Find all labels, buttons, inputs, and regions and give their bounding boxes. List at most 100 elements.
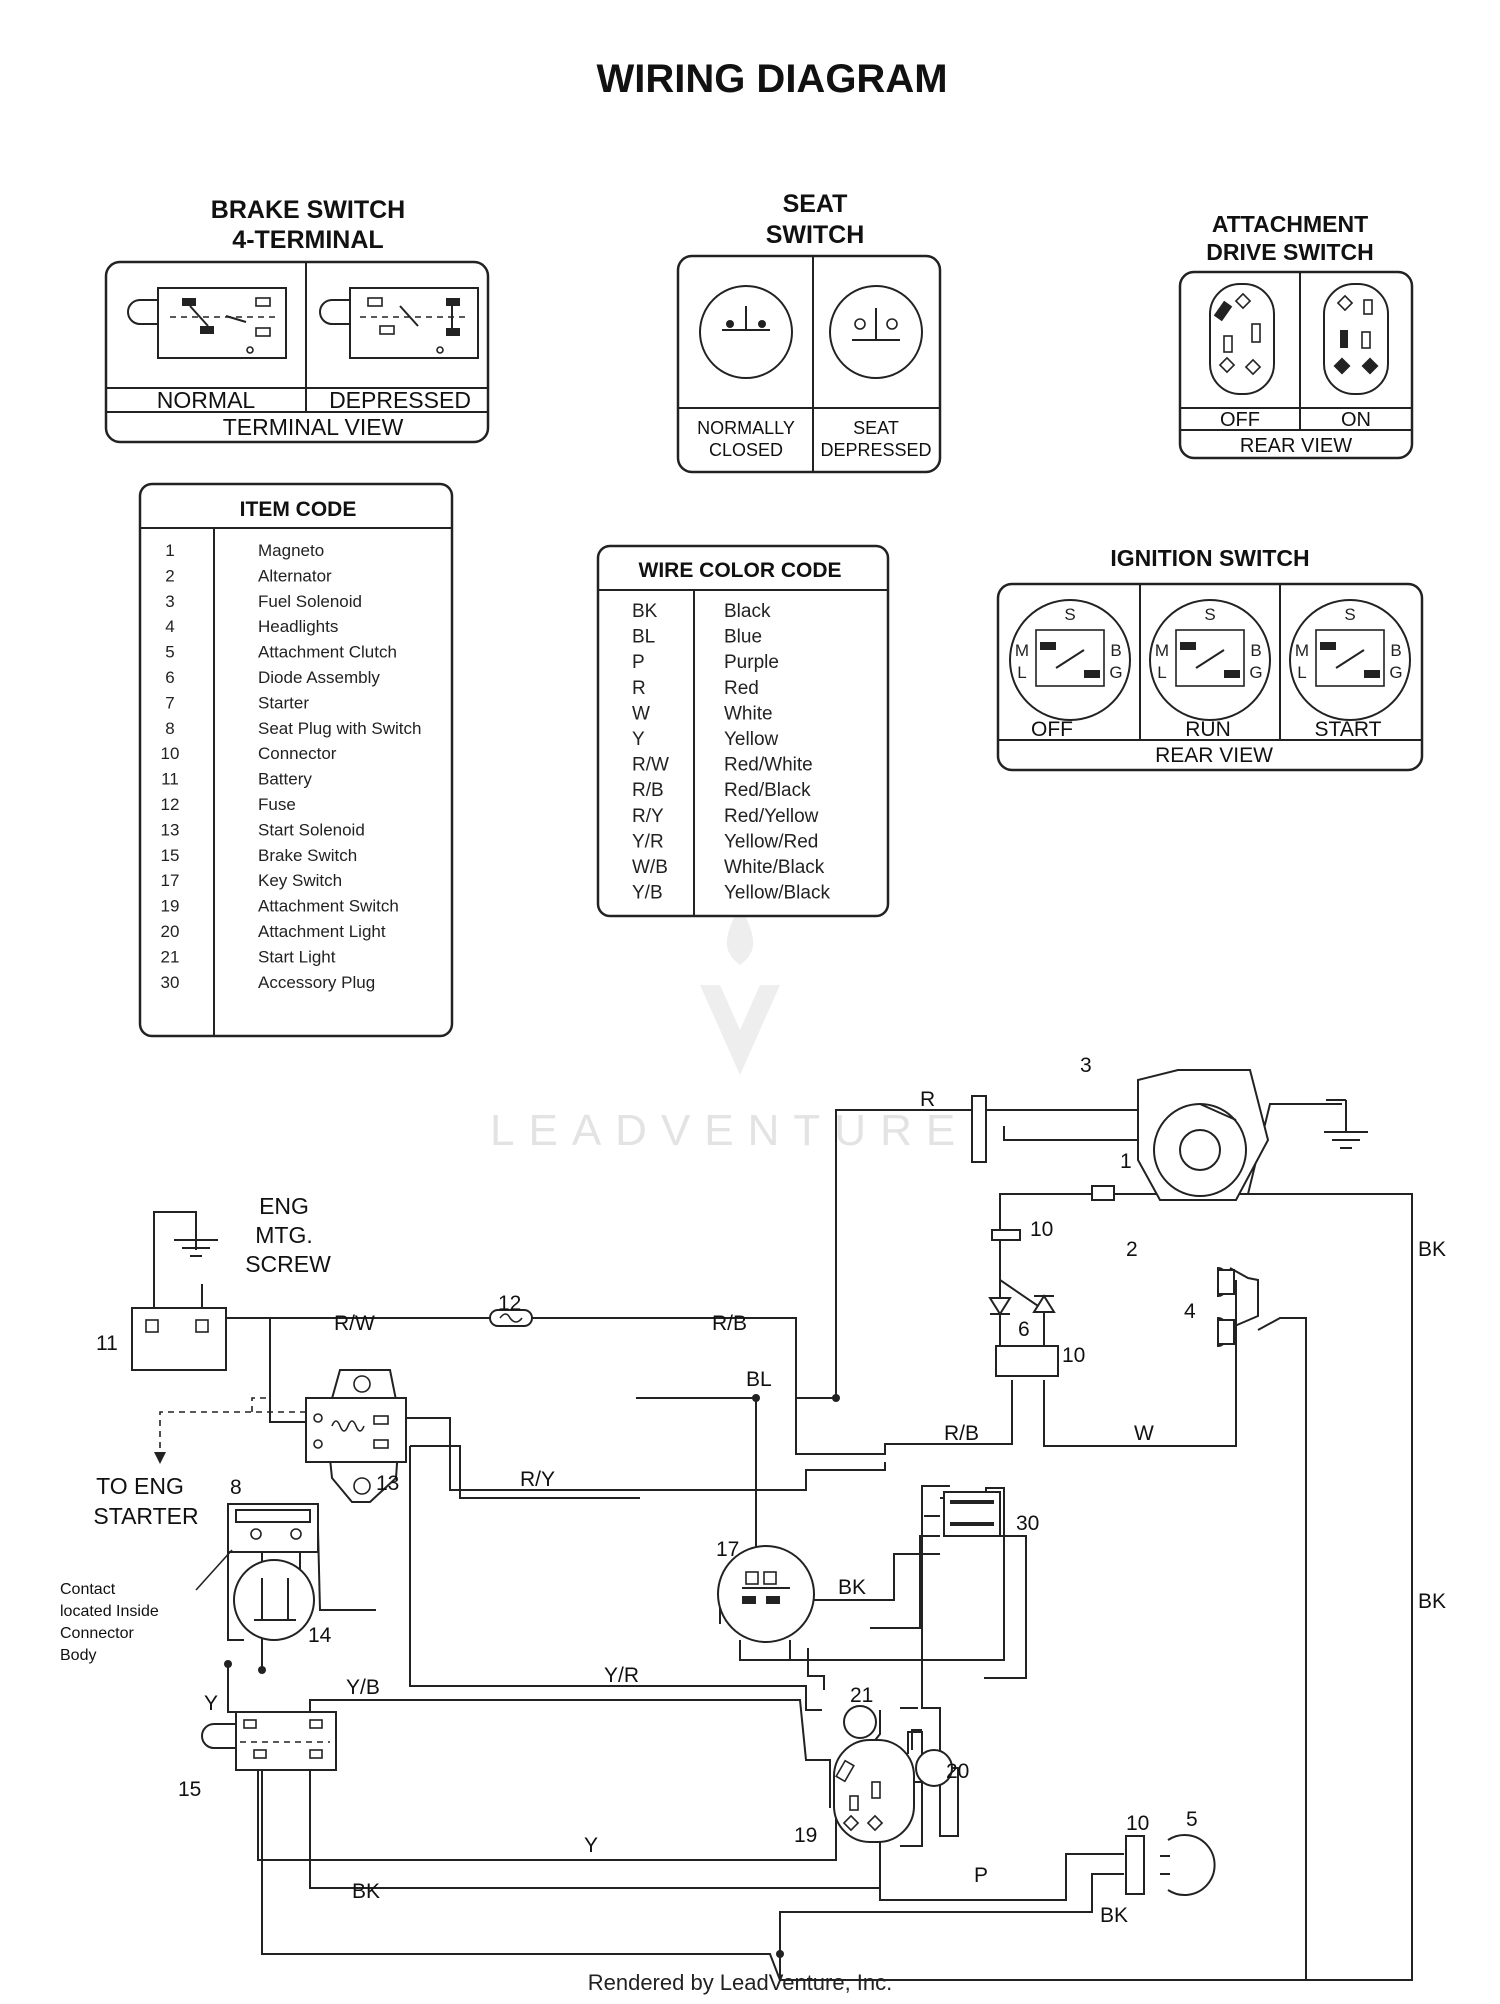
label-14: 14	[308, 1624, 332, 1647]
wire-color-name: Yellow/Red	[724, 831, 818, 852]
label-6: 6	[1018, 1318, 1030, 1341]
label-19: 19	[794, 1824, 817, 1847]
item-code-frame	[138, 482, 454, 1038]
start-solenoid	[305, 1369, 407, 1503]
seat-switch-depressed-icon	[829, 285, 923, 379]
wire-yb: Y/B	[346, 1676, 380, 1699]
ignition-terminal-s: S	[1064, 605, 1075, 624]
ignition-terminal-b: B	[1250, 641, 1261, 660]
attachment-switch-footer: REAR VIEW	[1240, 435, 1352, 457]
item-code-name: Attachment Light	[258, 922, 386, 941]
item-code-number: 12	[161, 795, 180, 814]
wire-color-code: P	[632, 652, 645, 673]
ignition-terminal-s: S	[1344, 605, 1355, 624]
attachment-switch-on-icon	[1323, 283, 1389, 395]
wire-bk-key: BK	[838, 1576, 866, 1599]
ignition-footer: REAR VIEW	[1155, 744, 1273, 767]
item-code-name: Connector	[258, 744, 337, 763]
wire-color-code: R	[632, 678, 646, 699]
brake-switch-depressed-icon	[319, 287, 479, 359]
item-code-name: Seat Plug with Switch	[258, 719, 421, 738]
seat-switch-title-1: SEAT	[783, 190, 848, 218]
ignition-contact-block	[1035, 629, 1105, 687]
label-2: 2	[1126, 1238, 1138, 1261]
label-15: 15	[178, 1778, 201, 1801]
wire-color-code: R/W	[632, 755, 669, 776]
label-13: 13	[376, 1472, 399, 1495]
item-code-name: Magneto	[258, 541, 324, 560]
wire-rb-top: R/B	[712, 1312, 747, 1335]
ignition-contact-block	[1315, 629, 1385, 687]
ignition-off-label: OFF	[1031, 718, 1073, 741]
wire-color-title: WIRE COLOR CODE	[639, 559, 842, 582]
eng-mtg-1: ENG	[259, 1193, 309, 1219]
attachment-switch-schematic	[833, 1739, 915, 1843]
ground-symbol-battery	[174, 1212, 218, 1257]
attachment-switch-off-label: OFF	[1220, 409, 1260, 431]
brake-switch-title-1: BRAKE SWITCH	[211, 196, 405, 224]
brake-switch-normal-label: NORMAL	[157, 387, 256, 413]
item-code-number: 20	[161, 922, 180, 941]
label-8: 8	[230, 1476, 242, 1499]
battery	[131, 1284, 227, 1371]
wire-y-left: Y	[204, 1692, 218, 1715]
brake-switch-panel: BRAKE SWITCH 4-TERMINAL	[104, 196, 490, 444]
wire-bk-bottom-right: BK	[1100, 1904, 1128, 1927]
item-code-number: 10	[161, 744, 180, 763]
item-code-name: Start Light	[258, 947, 336, 966]
ignition-wiper	[1055, 649, 1085, 669]
diode-assembly	[988, 1294, 1056, 1316]
ignition-terminal-s: S	[1204, 605, 1215, 624]
ignition-wiper	[1195, 649, 1225, 669]
label-10-mid: 10	[1062, 1344, 1085, 1367]
wire-color-name: Red/Yellow	[724, 806, 819, 827]
item-code-number: 3	[165, 592, 174, 611]
label-17: 17	[716, 1538, 739, 1561]
ignition-terminal-l: L	[1297, 663, 1306, 682]
ignition-terminal-g: G	[1389, 663, 1402, 682]
wire-color-name: Red/White	[724, 755, 813, 776]
label-3: 3	[1080, 1054, 1092, 1077]
label-30: 30	[1016, 1512, 1039, 1535]
item-code-name: Attachment Clutch	[258, 643, 397, 662]
brake-switch-title-2: 4-TERMINAL	[232, 226, 383, 254]
key-switch	[717, 1545, 815, 1643]
wire-color-code: R/B	[632, 780, 664, 801]
eng-mtg-2: MTG.	[255, 1222, 313, 1248]
ignition-contact	[1084, 670, 1100, 678]
wire-bk-right-top: BK	[1418, 1238, 1446, 1261]
wire-color-name: Black	[724, 601, 771, 622]
item-code-name: Headlights	[258, 617, 338, 636]
ignition-terminal-b: B	[1110, 641, 1121, 660]
item-code-name: Diode Assembly	[258, 668, 380, 687]
brake-switch-depressed-label: DEPRESSED	[329, 387, 471, 413]
seat-switch-normally-1: NORMALLY	[697, 418, 795, 438]
wire-color-name: Blue	[724, 627, 762, 648]
item-code-name: Attachment Switch	[258, 897, 399, 916]
item-code-number: 13	[161, 820, 180, 839]
item-code-name: Fuse	[258, 795, 296, 814]
ignition-contact	[1040, 642, 1056, 650]
brake-switch-footer: TERMINAL VIEW	[223, 414, 404, 440]
item-code-number: 11	[161, 770, 179, 789]
wire-rb-mid: R/B	[944, 1422, 979, 1445]
wire-color-frame	[596, 544, 890, 918]
watermark: LEADVENTURE	[490, 905, 969, 1155]
ignition-wiper	[1335, 649, 1365, 669]
wire-color-name: Red/Black	[724, 780, 811, 801]
page-title: WIRING DIAGRAM	[596, 57, 947, 101]
item-code-number: 21	[161, 947, 180, 966]
wire-color-name: Purple	[724, 652, 779, 673]
seat-switch-depressed-2: DEPRESSED	[820, 440, 931, 460]
brake-switch-normal-icon	[127, 287, 287, 359]
watermark-text: LEADVENTURE	[490, 1106, 969, 1155]
wire-p: P	[974, 1864, 988, 1887]
footer-credit: Rendered by LeadVenture, Inc.	[588, 1970, 893, 1995]
